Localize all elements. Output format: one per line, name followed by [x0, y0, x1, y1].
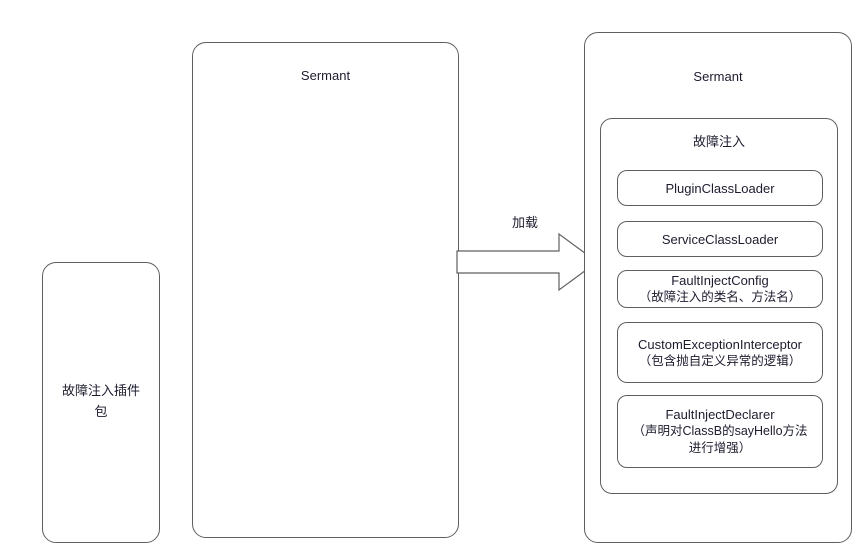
- arrow-label-load: 加载: [511, 215, 538, 230]
- fault-inject-plugin-package-label: 故障注入插件 包: [61, 383, 140, 419]
- component-name: FaultInjectDeclarer: [665, 407, 775, 422]
- component-description: （包含抛自定义异常的逻辑）: [638, 353, 802, 368]
- fault-injection-module-title: 故障注入: [692, 134, 745, 149]
- component-name: ServiceClassLoader: [661, 231, 779, 247]
- sermant-box-middle: [192, 42, 459, 538]
- component-name: CustomExceptionInterceptor: [637, 336, 803, 352]
- component-name: PluginClassLoader: [665, 180, 775, 196]
- component-box-fault-inject-declarer: FaultInjectDeclarer （声明对ClassB的sayHello方…: [617, 395, 823, 468]
- sermant-box-right-title: Sermant: [693, 69, 743, 84]
- component-box-plugin-class-loader: PluginClassLoader: [617, 170, 823, 206]
- block-arrow-icon: [456, 232, 599, 292]
- component-description: （故障注入的类名、方法名）: [638, 290, 802, 304]
- component-box-fault-inject-config: FaultInjectConfig （故障注入的类名、方法名）: [617, 270, 823, 308]
- sermant-box-middle-title: Sermant: [300, 68, 351, 83]
- component-box-custom-exception-interceptor: CustomExceptionInterceptor （包含抛自定义异常的逻辑）: [617, 322, 823, 383]
- component-box-service-class-loader: ServiceClassLoader: [617, 221, 823, 257]
- fault-inject-plugin-package-box: [42, 262, 160, 543]
- load-arrow: [455, 232, 600, 292]
- component-description: （声明对ClassB的sayHello方法 进行增强）: [632, 424, 808, 455]
- component-name: FaultInjectConfig: [671, 273, 769, 288]
